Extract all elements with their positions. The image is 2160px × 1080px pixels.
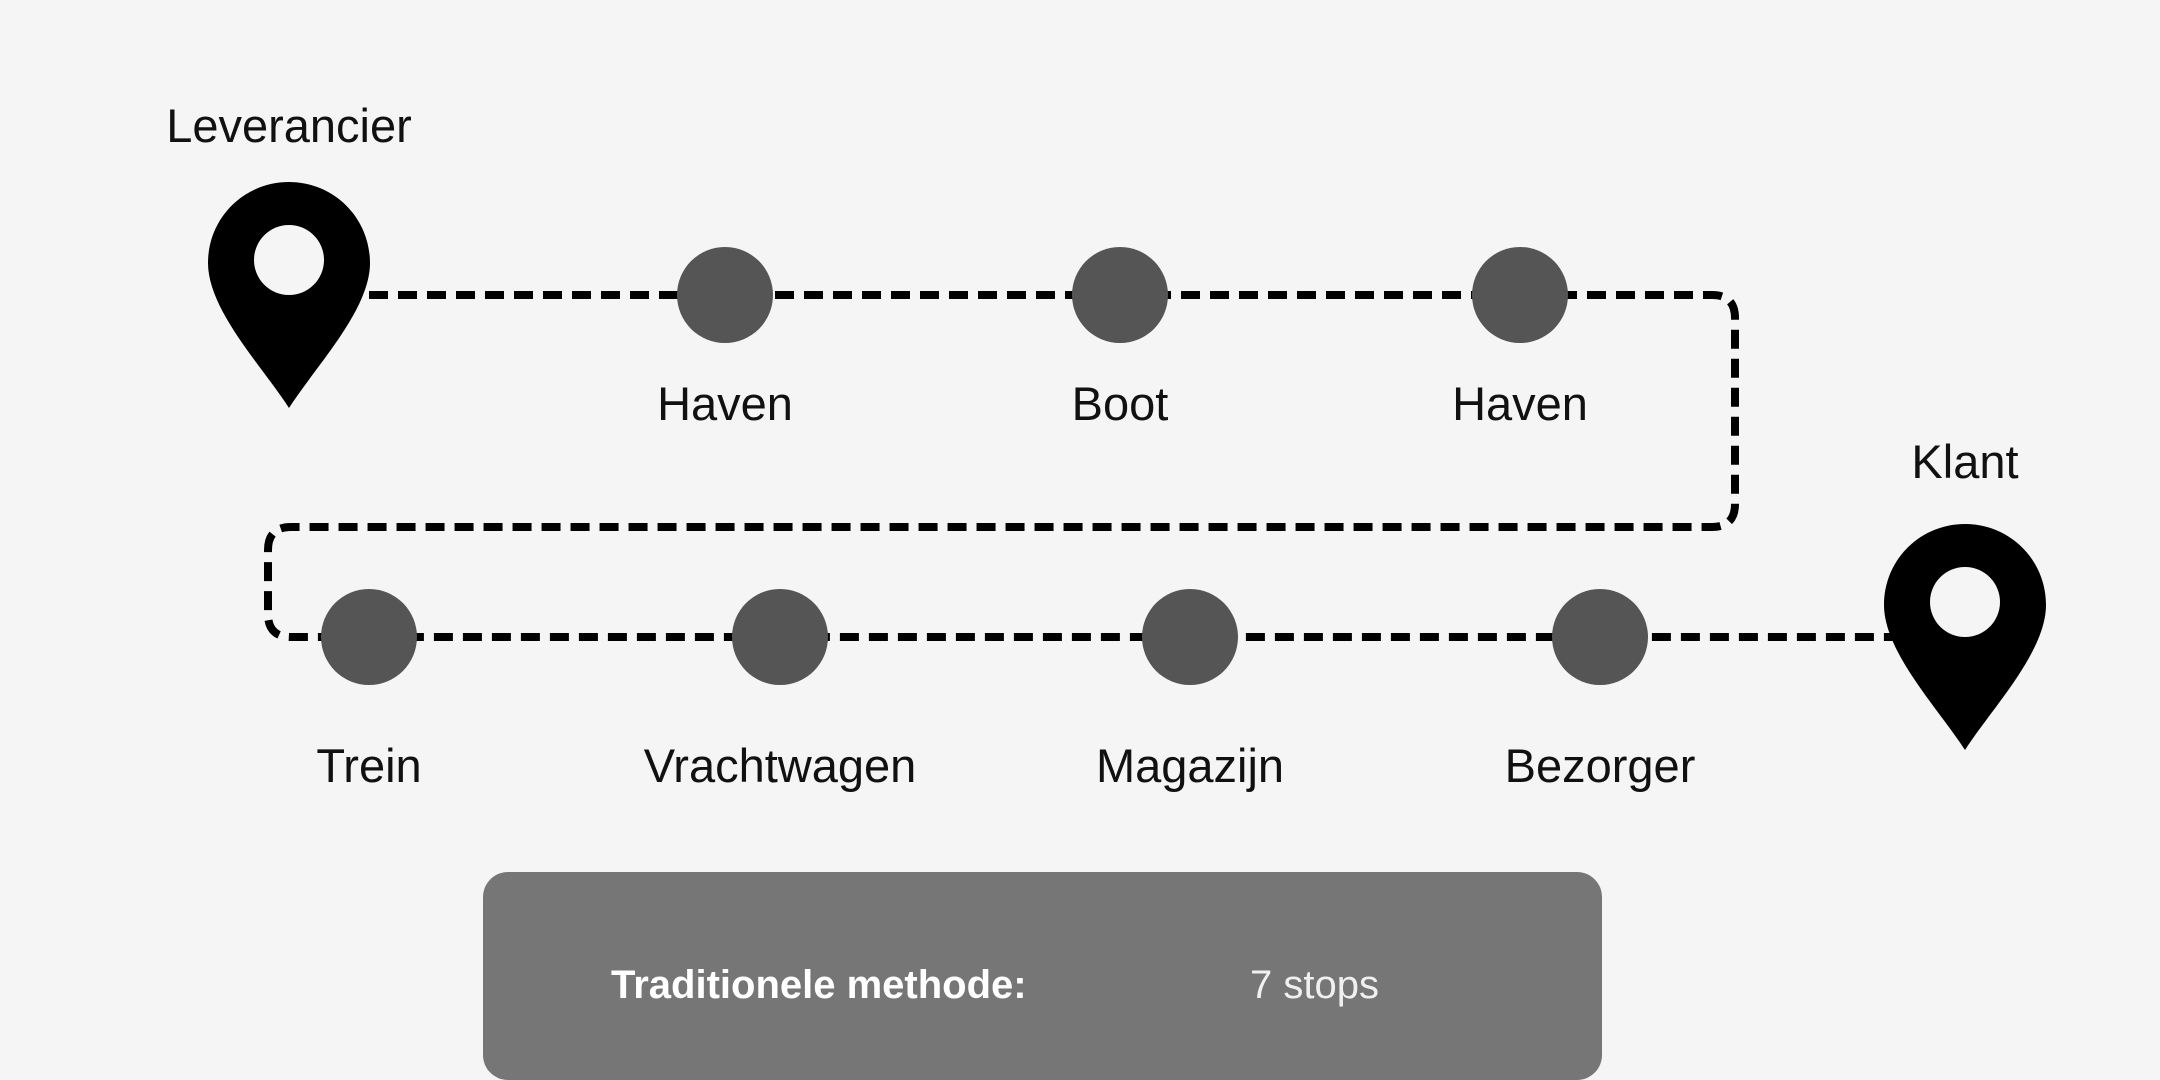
route-dashed-path [264, 291, 1900, 641]
stop-label-trein: Trein [316, 739, 421, 792]
stop-label-haven-1: Haven [657, 377, 793, 430]
summary-banner: Traditionele methode: 7 stops [483, 872, 1602, 1080]
stop-label-haven-2: Haven [1452, 377, 1588, 430]
endpoint-label-leverancier: Leverancier [166, 99, 412, 152]
stop-node-vrachtwagen[interactable] [732, 589, 828, 685]
stop-node-magazijn[interactable] [1142, 589, 1238, 685]
map-pin-icon-leverancier [208, 182, 370, 408]
map-pin-hole [254, 225, 324, 295]
stop-label-boot: Boot [1072, 377, 1169, 430]
stop-node-haven-1[interactable] [677, 247, 773, 343]
map-pin-icon-klant [1884, 524, 2046, 750]
summary-banner-title: Traditionele methode: [611, 963, 1027, 1007]
stop-label-vrachtwagen: Vrachtwagen [644, 739, 917, 792]
endpoint-label-klant: Klant [1911, 435, 2018, 488]
map-pin-hole [1930, 567, 2000, 637]
stop-label-bezorger: Bezorger [1505, 739, 1696, 792]
stop-node-bezorger[interactable] [1552, 589, 1648, 685]
stop-node-trein[interactable] [321, 589, 417, 685]
summary-banner-background [483, 872, 1602, 1080]
stop-node-haven-2[interactable] [1472, 247, 1568, 343]
summary-banner-value: 7 stops [1250, 963, 1379, 1007]
stop-label-magazijn: Magazijn [1096, 739, 1284, 792]
stop-node-boot[interactable] [1072, 247, 1168, 343]
